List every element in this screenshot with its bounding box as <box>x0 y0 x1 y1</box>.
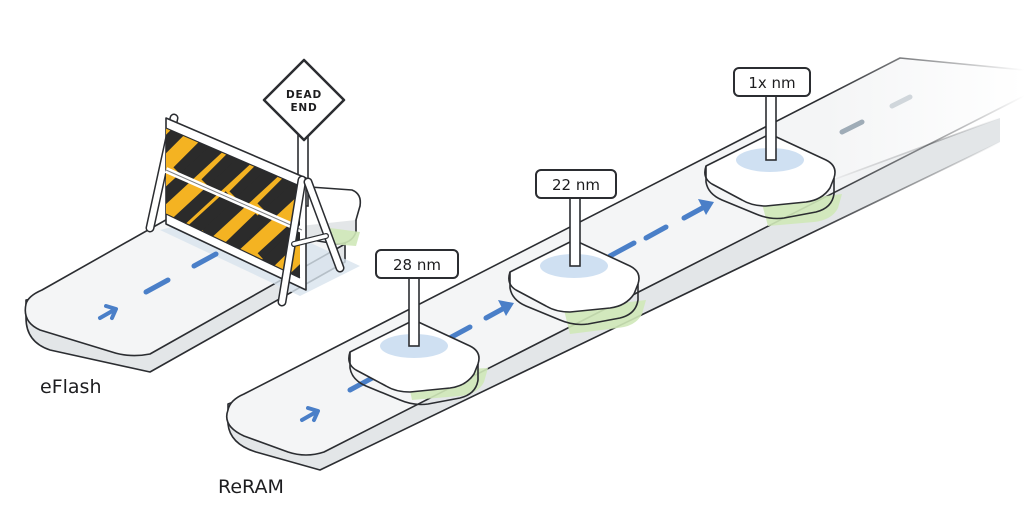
node-label-1xnm: 1x nm <box>748 74 795 92</box>
road-barrier <box>145 113 345 307</box>
reram-label: ReRAM <box>218 476 284 498</box>
dead-end-sign: DEAD END <box>262 58 346 142</box>
reram-arrow-icon <box>483 300 514 321</box>
eflash-label: eFlash <box>40 376 102 398</box>
dead-end-line1: DEAD <box>286 89 322 101</box>
reram-start-arrow-icon <box>300 406 320 422</box>
eflash-arrow-icon <box>98 304 118 320</box>
node-platform-22nm: 22 nm <box>508 169 646 334</box>
eflash-dash <box>191 251 219 269</box>
reram-dash <box>839 119 865 135</box>
node-platform-28nm: 28 nm <box>348 249 488 406</box>
eflash-dash <box>143 277 171 295</box>
node-platform-1xnm: 1x nm <box>704 67 842 226</box>
reram-dash <box>607 240 637 259</box>
reram-dash <box>643 224 669 241</box>
reram-arrow-icon <box>681 199 714 221</box>
reram-dash <box>889 94 913 109</box>
dead-end-line2: END <box>290 102 317 114</box>
node-label-22nm: 22 nm <box>552 176 600 194</box>
node-label-28nm: 28 nm <box>393 256 441 274</box>
